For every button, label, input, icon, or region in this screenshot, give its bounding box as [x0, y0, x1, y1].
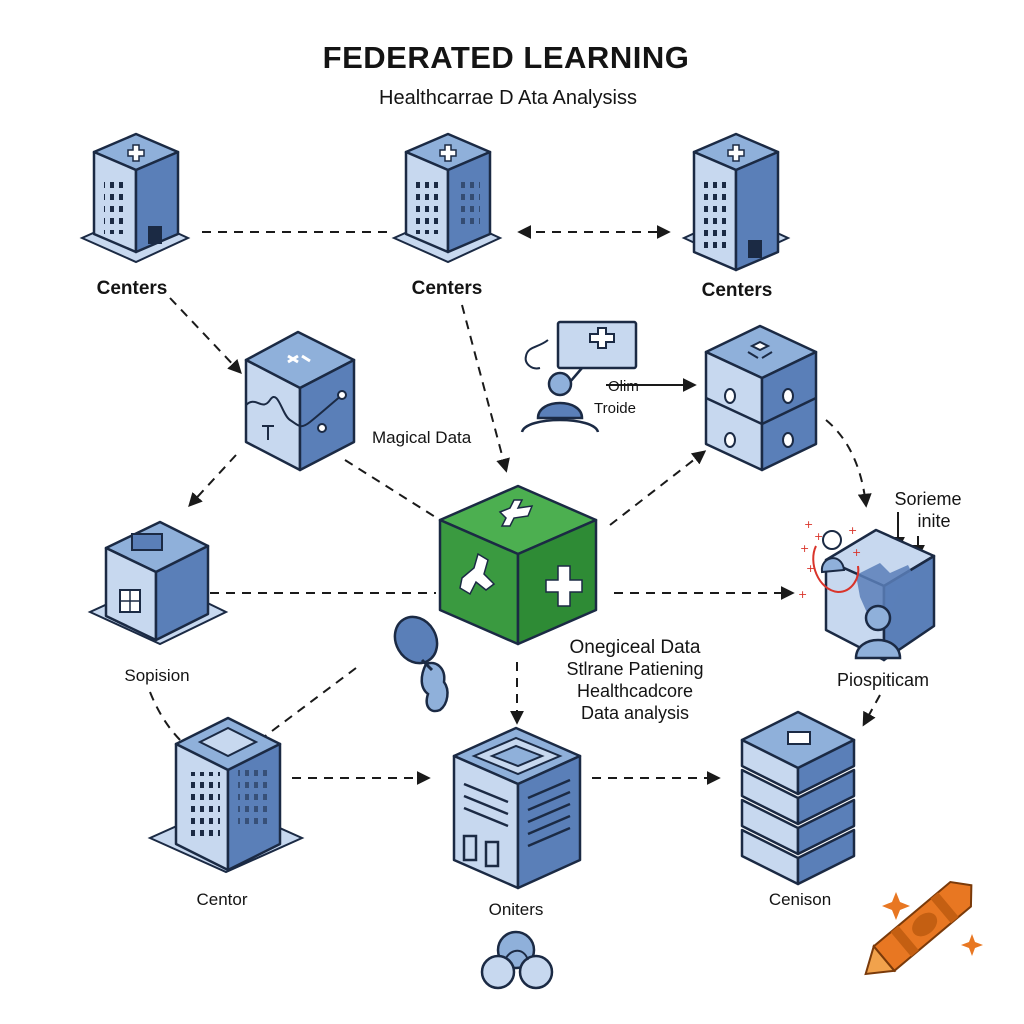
- label-magical-data: Magical Data: [372, 428, 472, 447]
- svg-text:+: +: [798, 588, 807, 601]
- cube-side: [298, 358, 356, 472]
- centor-side-windows: [238, 766, 272, 830]
- centor-roof-panel: [197, 726, 259, 758]
- doctor-body-icon: [820, 557, 846, 574]
- label-centers-right: Centers: [702, 280, 773, 301]
- svg-text:+: +: [852, 546, 861, 559]
- medical-cross-icon: [439, 144, 457, 162]
- hospital-tower-left: [79, 132, 191, 264]
- label-centor: Centor: [196, 890, 247, 909]
- doctor-head-icon: [822, 530, 842, 550]
- label-sorieme-line2: inite: [917, 511, 950, 531]
- label-sopision: Sopision: [124, 666, 189, 685]
- tower-left-windows: [104, 178, 128, 234]
- svg-text:+: +: [800, 542, 809, 555]
- medical-cross-icon: [727, 144, 745, 162]
- crayon-icon: [864, 880, 983, 976]
- person-head-icon: [547, 371, 573, 397]
- hospital-tower-right: [681, 132, 791, 272]
- sopision-side: [154, 544, 210, 642]
- svg-text:+: +: [806, 562, 815, 575]
- center-note-line2: Stlrane Patiening: [566, 659, 703, 679]
- red-spark-icons: + + + + + + +: [798, 518, 861, 601]
- edge-sopision-to-centor: [149, 691, 183, 743]
- tower-left-door: [148, 226, 162, 244]
- edge-scientist-to-centor: [259, 667, 357, 741]
- stethoscope-cable: [524, 339, 549, 370]
- data-wave-line: [245, 394, 343, 428]
- desk-outline: [520, 418, 600, 433]
- users-group-icon: [480, 930, 554, 990]
- medical-cross-icon: [127, 144, 145, 162]
- hub-top-cross-icon: [498, 499, 534, 527]
- centor-building: [147, 716, 305, 874]
- data-node-dot: [337, 390, 347, 400]
- hub-front-cross-icon: [459, 552, 496, 596]
- centor-windows: [186, 772, 220, 836]
- label-sorieme-line1: Sorieme: [894, 489, 961, 509]
- hub-side-cross-icon: [545, 565, 583, 607]
- tower-right-face-side: [734, 150, 780, 272]
- diagram-subtitle: Healthcarrae D Ata Analysiss: [379, 87, 637, 109]
- tower-mid-side-windows: [458, 178, 480, 228]
- sparkle-icon: [961, 934, 983, 956]
- tower-right-door: [748, 240, 762, 258]
- tower-right-windows: [704, 178, 728, 248]
- researcher-hand-icon: [420, 661, 449, 713]
- center-note-line3: Healthcadcore: [577, 681, 693, 701]
- monitor-cross-icon: [589, 327, 615, 349]
- monitor-stand: [569, 367, 583, 383]
- sopision-building: [87, 520, 229, 646]
- label-centers-left: Centers: [97, 278, 168, 299]
- edge-piospiticam-to-cenison: [862, 694, 881, 727]
- edge-magical-data-to-hub: [344, 459, 441, 521]
- piospiticam-block: + + + + + + +: [798, 518, 936, 662]
- block-cross-icon: [747, 340, 773, 359]
- researcher-figure: [393, 615, 449, 713]
- svg-text:+: +: [848, 524, 857, 537]
- cube-glyph: [262, 425, 274, 440]
- center-note-line4: Data analysis: [581, 703, 689, 723]
- puzzle-piece-icon: [856, 563, 918, 615]
- edge-centers-mid-to-hub: [461, 304, 510, 473]
- sopision-roof-panel: [131, 533, 163, 551]
- sparkle-icon: [882, 892, 910, 920]
- tower-left-face-side: [134, 150, 180, 254]
- edge-magical-data-to-sopision: [188, 454, 237, 508]
- data-node-dot: [317, 423, 327, 433]
- label-clinician-line1: Olim: [608, 378, 639, 395]
- diagram-title: FEDERATED LEARNING: [323, 40, 690, 75]
- label-oniters: Oniters: [489, 900, 544, 919]
- svg-text:+: +: [814, 530, 823, 543]
- cenison-server-stack: [740, 710, 856, 886]
- label-centers-mid: Centers: [412, 278, 483, 299]
- patient-head-icon: [864, 604, 892, 632]
- oniters-document-lines: [463, 778, 571, 848]
- cube-top-symbol: [287, 354, 311, 364]
- label-piospiticam: Piospiticam: [837, 670, 929, 690]
- oniters-side: [516, 754, 582, 890]
- edge-hub-to-secure-block: [609, 450, 707, 526]
- edge-secure-block-to-piospiticam: [825, 419, 872, 508]
- researcher-head-icon: [393, 615, 439, 665]
- label-clinician-line2: Troide: [594, 400, 636, 417]
- secure-data-block: [704, 324, 818, 472]
- person-body-icon: [536, 401, 584, 420]
- svg-text:+: +: [804, 518, 813, 531]
- oniters-building: [452, 726, 582, 890]
- red-signal-arc: [812, 545, 860, 594]
- magical-data-cube: [244, 330, 356, 472]
- center-note-line1: Onegiceal Data: [570, 637, 701, 658]
- edges: [149, 225, 881, 785]
- edge-centers-left-to-magical-data: [169, 297, 242, 375]
- label-cenison: Cenison: [769, 890, 831, 909]
- tower-mid-windows: [416, 178, 440, 234]
- hospital-tower-mid: [391, 132, 503, 264]
- clinician-workstation: [520, 320, 638, 433]
- patient-body-icon: [854, 638, 902, 660]
- central-hub-cube: [438, 484, 598, 646]
